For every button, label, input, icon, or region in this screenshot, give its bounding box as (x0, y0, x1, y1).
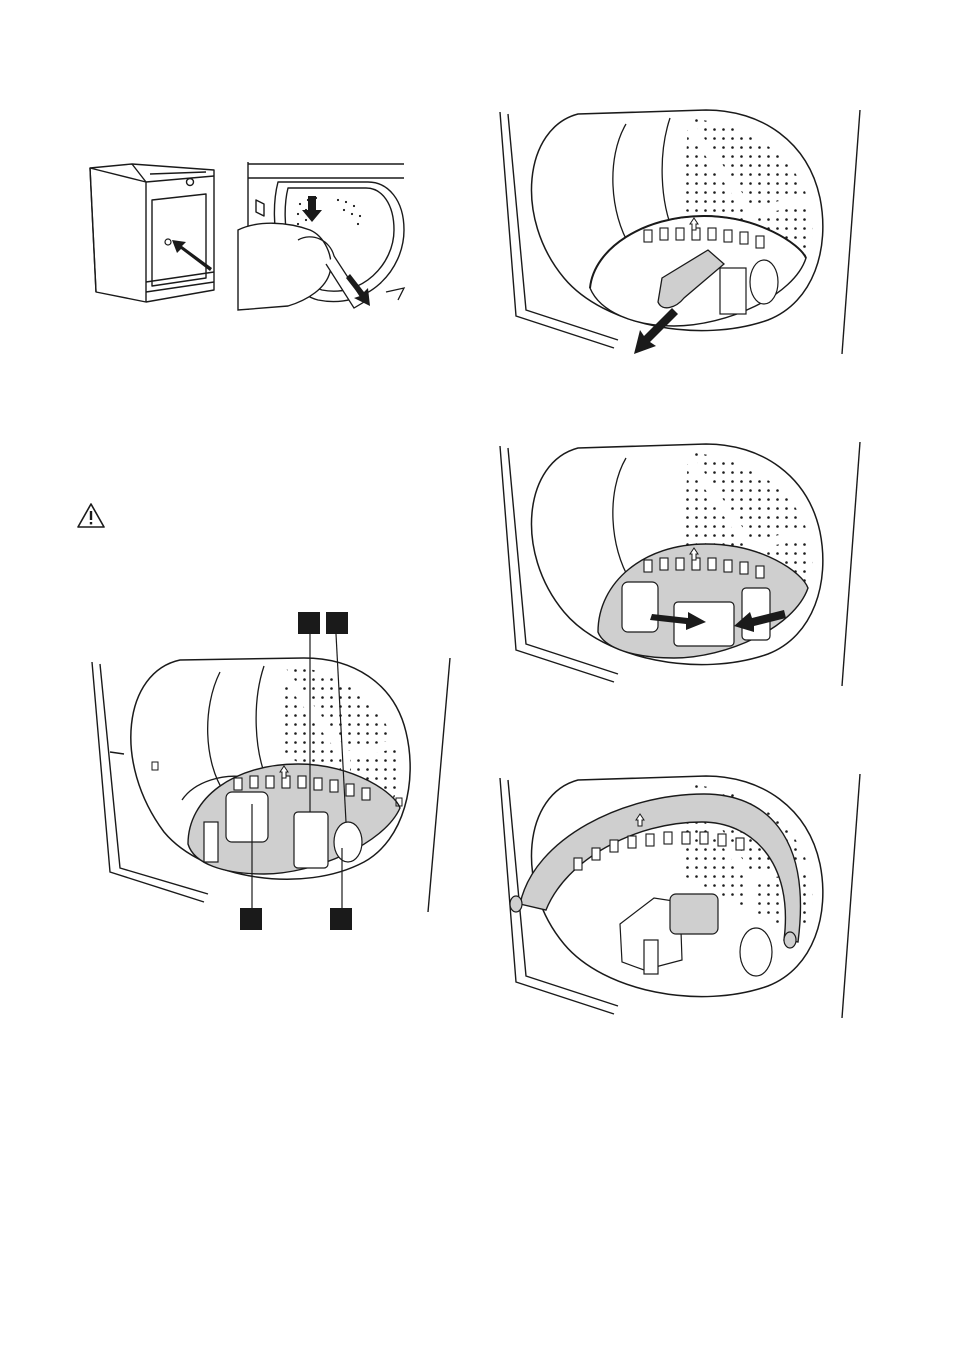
drum-cover-lifted-illustration (494, 764, 870, 1026)
callout-marker (330, 908, 352, 930)
callout-marker (298, 612, 320, 634)
dryer-door-push-illustration (86, 160, 226, 310)
drum-callout-illustration (84, 612, 460, 942)
warning-triangle-icon (76, 502, 106, 530)
drum-press-sides-illustration (494, 432, 870, 694)
fluff-filter-removal-illustration (238, 160, 408, 320)
callout-marker (326, 612, 348, 634)
drum-pull-out-illustration (494, 98, 870, 364)
callout-marker (240, 908, 262, 930)
down-arrow-icon (302, 196, 322, 222)
